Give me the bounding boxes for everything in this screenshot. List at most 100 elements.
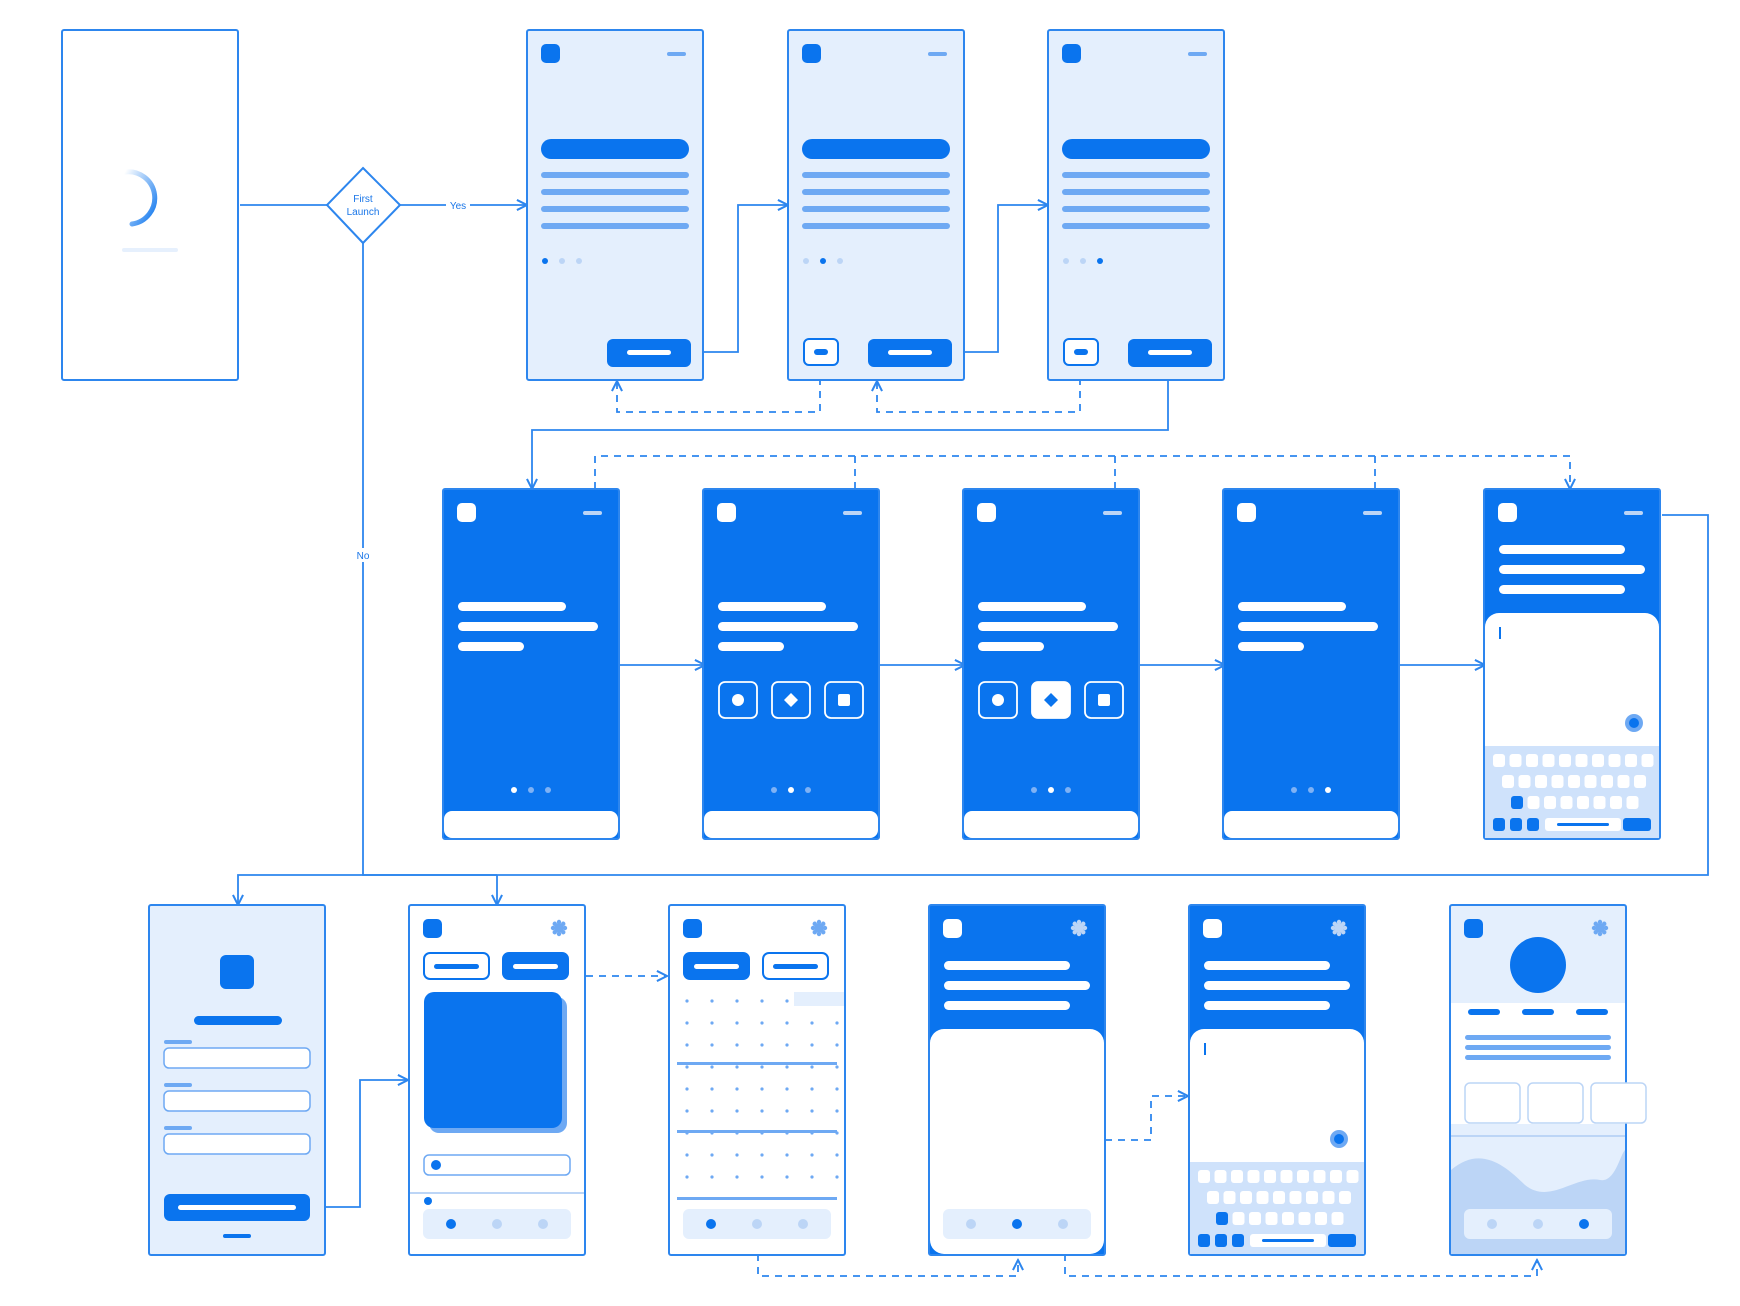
keyboard-key xyxy=(1256,1191,1269,1204)
login-secondary-link xyxy=(223,1234,251,1238)
gear-tooth xyxy=(1597,931,1603,937)
onboarding-text-line xyxy=(1062,206,1210,212)
keyboard-key xyxy=(1231,1170,1243,1183)
settings-gear-icon xyxy=(1070,919,1088,937)
settings-gear-icon xyxy=(810,919,828,937)
keyboard-key xyxy=(1313,1170,1326,1183)
screen-splash xyxy=(61,29,239,381)
setup-bottom-sheet xyxy=(444,811,618,838)
profile-text-line xyxy=(1465,1035,1611,1040)
gear-tooth xyxy=(556,931,562,937)
header-line xyxy=(944,961,1070,970)
keyboard-key xyxy=(1502,775,1514,788)
circle-option-icon xyxy=(992,694,1004,706)
tab-bar-item xyxy=(798,1219,808,1229)
feature-card xyxy=(424,992,562,1128)
menu-icon xyxy=(1188,52,1207,56)
setup-heading-line xyxy=(978,642,1044,651)
setup-heading-line xyxy=(458,642,524,651)
gear-tooth xyxy=(1342,925,1348,931)
settings-gear-icon xyxy=(1330,919,1348,937)
app-logo-icon xyxy=(423,919,442,938)
next-button-label xyxy=(627,350,671,355)
tab-bar-item xyxy=(1533,1219,1543,1229)
keyboard-return-key xyxy=(1328,1234,1356,1247)
tab-bar-item xyxy=(1579,1219,1589,1229)
edge-ob3-to-setup1 xyxy=(532,368,1169,489)
keyboard-key xyxy=(1601,775,1613,788)
keyboard-key xyxy=(1608,754,1621,767)
onboarding-text-line xyxy=(1062,172,1210,178)
dashed-connectors xyxy=(573,365,1570,1277)
app-logo-icon xyxy=(1498,503,1517,522)
header-line xyxy=(1204,981,1350,990)
edge-ob3-back xyxy=(877,365,1081,413)
keyboard-key xyxy=(1575,754,1588,767)
option-square xyxy=(824,681,864,719)
header-line xyxy=(1499,545,1625,554)
calendar-week-divider xyxy=(677,1062,837,1065)
list-item-dot xyxy=(424,1197,432,1205)
onboarding-text-line xyxy=(1062,189,1210,195)
keyboard-key xyxy=(1247,1170,1260,1183)
onboarding-text-line xyxy=(541,223,689,229)
gear-tooth xyxy=(1336,919,1342,925)
keyboard-key xyxy=(1339,1191,1351,1204)
header-line xyxy=(1499,585,1625,594)
edge-label-no: No xyxy=(357,551,370,562)
menu-icon xyxy=(1363,511,1382,515)
keyboard-key xyxy=(1346,1170,1359,1183)
page-indicator-dot xyxy=(545,787,551,793)
tab-bar-item xyxy=(1487,1219,1497,1229)
profile-tile xyxy=(1527,1082,1584,1124)
gear-tooth xyxy=(816,931,822,937)
segment-tab-label xyxy=(694,964,739,969)
keyboard-key xyxy=(1297,1170,1309,1183)
page-indicator-dot xyxy=(820,258,826,264)
gear-tooth xyxy=(1076,919,1082,925)
keyboard-key xyxy=(1542,754,1555,767)
app-logo-icon xyxy=(683,919,702,938)
edge-grid-to-detail xyxy=(757,1228,1018,1277)
segment-tab-label xyxy=(513,964,558,969)
edge-ob2-to-ob3 xyxy=(950,205,1048,353)
text-cursor xyxy=(1499,627,1501,639)
keyboard-key xyxy=(1560,796,1573,809)
screen-setup-4 xyxy=(1222,488,1400,840)
setup-heading-line xyxy=(718,642,784,651)
connectors xyxy=(238,205,1709,1208)
keyboard-key xyxy=(1592,754,1604,767)
keyboard-key xyxy=(1216,1212,1228,1225)
gear-tooth xyxy=(562,925,568,931)
screen-onboarding-2 xyxy=(787,29,965,381)
text-cursor xyxy=(1204,1043,1206,1055)
screen-setup-3 xyxy=(962,488,1140,840)
gear-tooth xyxy=(556,919,562,925)
tab-bar-item xyxy=(492,1219,502,1229)
menu-icon xyxy=(667,52,686,56)
screen-frame xyxy=(148,904,326,1256)
onboarding-title xyxy=(1062,139,1210,159)
login-title xyxy=(194,1016,282,1025)
keyboard-key xyxy=(1298,1212,1311,1225)
tab-bar-item xyxy=(752,1219,762,1229)
gear-tooth xyxy=(1082,925,1088,931)
page-indicator-dot xyxy=(1097,258,1103,264)
keyboard-key xyxy=(1282,1212,1294,1225)
next-button-label xyxy=(1148,350,1192,355)
app-logo-icon xyxy=(802,44,821,63)
keyboard-key xyxy=(1577,796,1589,809)
profile-tile xyxy=(1590,1082,1647,1124)
screens xyxy=(61,29,1661,1256)
edge-ob1-to-ob2 xyxy=(690,205,788,353)
page-indicator-dot xyxy=(528,787,534,793)
search-icon xyxy=(431,1160,441,1170)
keyboard-key xyxy=(1214,1170,1227,1183)
tab-bar-item xyxy=(706,1219,716,1229)
first-launch-decision: First Launch xyxy=(325,166,402,245)
keyboard-key xyxy=(1493,818,1505,831)
screen-frame xyxy=(1047,29,1225,381)
keyboard-key xyxy=(1306,1191,1318,1204)
app-logo-icon xyxy=(1464,919,1483,938)
